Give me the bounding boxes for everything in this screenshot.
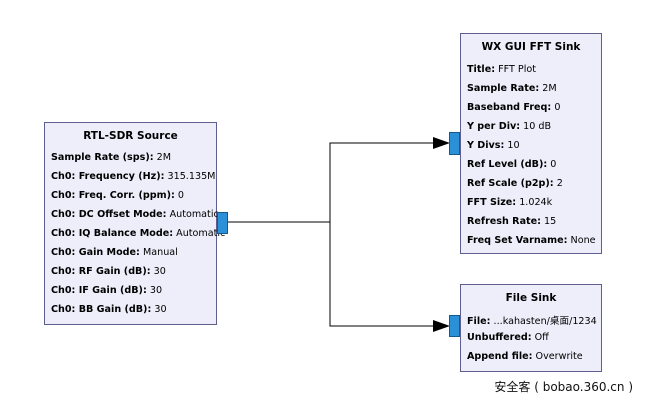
param-y-per-div: Y per Div: 10 dB — [467, 121, 552, 132]
param-gain-mode: Ch0: Gain Mode: Manual — [51, 247, 178, 258]
param-file: File: ...kahasten/桌面/1234 — [467, 316, 597, 327]
param-refresh-rate: Refresh Rate: 15 — [467, 216, 557, 227]
block-title: WX GUI FFT Sink — [481, 41, 581, 53]
block-title: File Sink — [505, 292, 557, 304]
param-ref-scale: Ref Scale (p2p): 2 — [467, 178, 563, 189]
fft-sink-block[interactable]: WX GUI FFT Sink Title: FFT Plot Sample R… — [460, 33, 602, 254]
connection-arrowhead-file — [433, 320, 450, 332]
connection-rtl-to-file[interactable] — [228, 221, 437, 327]
param-append-file: Append file: Overwrite — [467, 351, 583, 362]
rtl-output-port[interactable] — [217, 212, 228, 234]
param-bb-gain: Ch0: BB Gain (dB): 30 — [51, 304, 167, 315]
param-sample-rate: Sample Rate (sps): 2M — [51, 152, 172, 163]
param-title: Title: FFT Plot — [467, 64, 536, 75]
block-title: RTL-SDR Source — [83, 130, 178, 142]
file-sink-block[interactable]: File Sink File: ...kahasten/桌面/1234 Unbu… — [460, 284, 602, 372]
file-input-port[interactable] — [449, 315, 460, 337]
param-ref-level: Ref Level (dB): 0 — [467, 159, 557, 170]
param-dc-offset-mode: Ch0: DC Offset Mode: Automatic — [51, 209, 219, 220]
connection-arrowhead-fft — [433, 137, 450, 149]
param-if-gain: Ch0: IF Gain (dB): 30 — [51, 285, 163, 296]
fft-input-port[interactable] — [449, 132, 460, 155]
param-baseband-freq: Baseband Freq: 0 — [467, 102, 561, 113]
rtl-sdr-source-block[interactable]: RTL-SDR Source Sample Rate (sps): 2M Ch0… — [44, 122, 225, 325]
param-unbuffered: Unbuffered: Off — [467, 332, 549, 343]
watermark: 安全客 ( bobao.360.cn ) — [494, 380, 633, 394]
param-frequency: Ch0: Frequency (Hz): 315.135M — [51, 171, 216, 182]
param-rf-gain: Ch0: RF Gain (dB): 30 — [51, 266, 166, 277]
param-iq-balance-mode: Ch0: IQ Balance Mode: Automatic — [51, 228, 226, 239]
param-sample-rate: Sample Rate: 2M — [467, 83, 557, 94]
connection-rtl-to-fft[interactable] — [228, 142, 437, 223]
param-freq-corr: Ch0: Freq. Corr. (ppm): 0 — [51, 190, 184, 201]
param-freq-set-varname: Freq Set Varname: None — [467, 235, 596, 246]
param-y-divs: Y Divs: 10 — [467, 140, 520, 151]
param-fft-size: FFT Size: 1.024k — [467, 197, 553, 208]
